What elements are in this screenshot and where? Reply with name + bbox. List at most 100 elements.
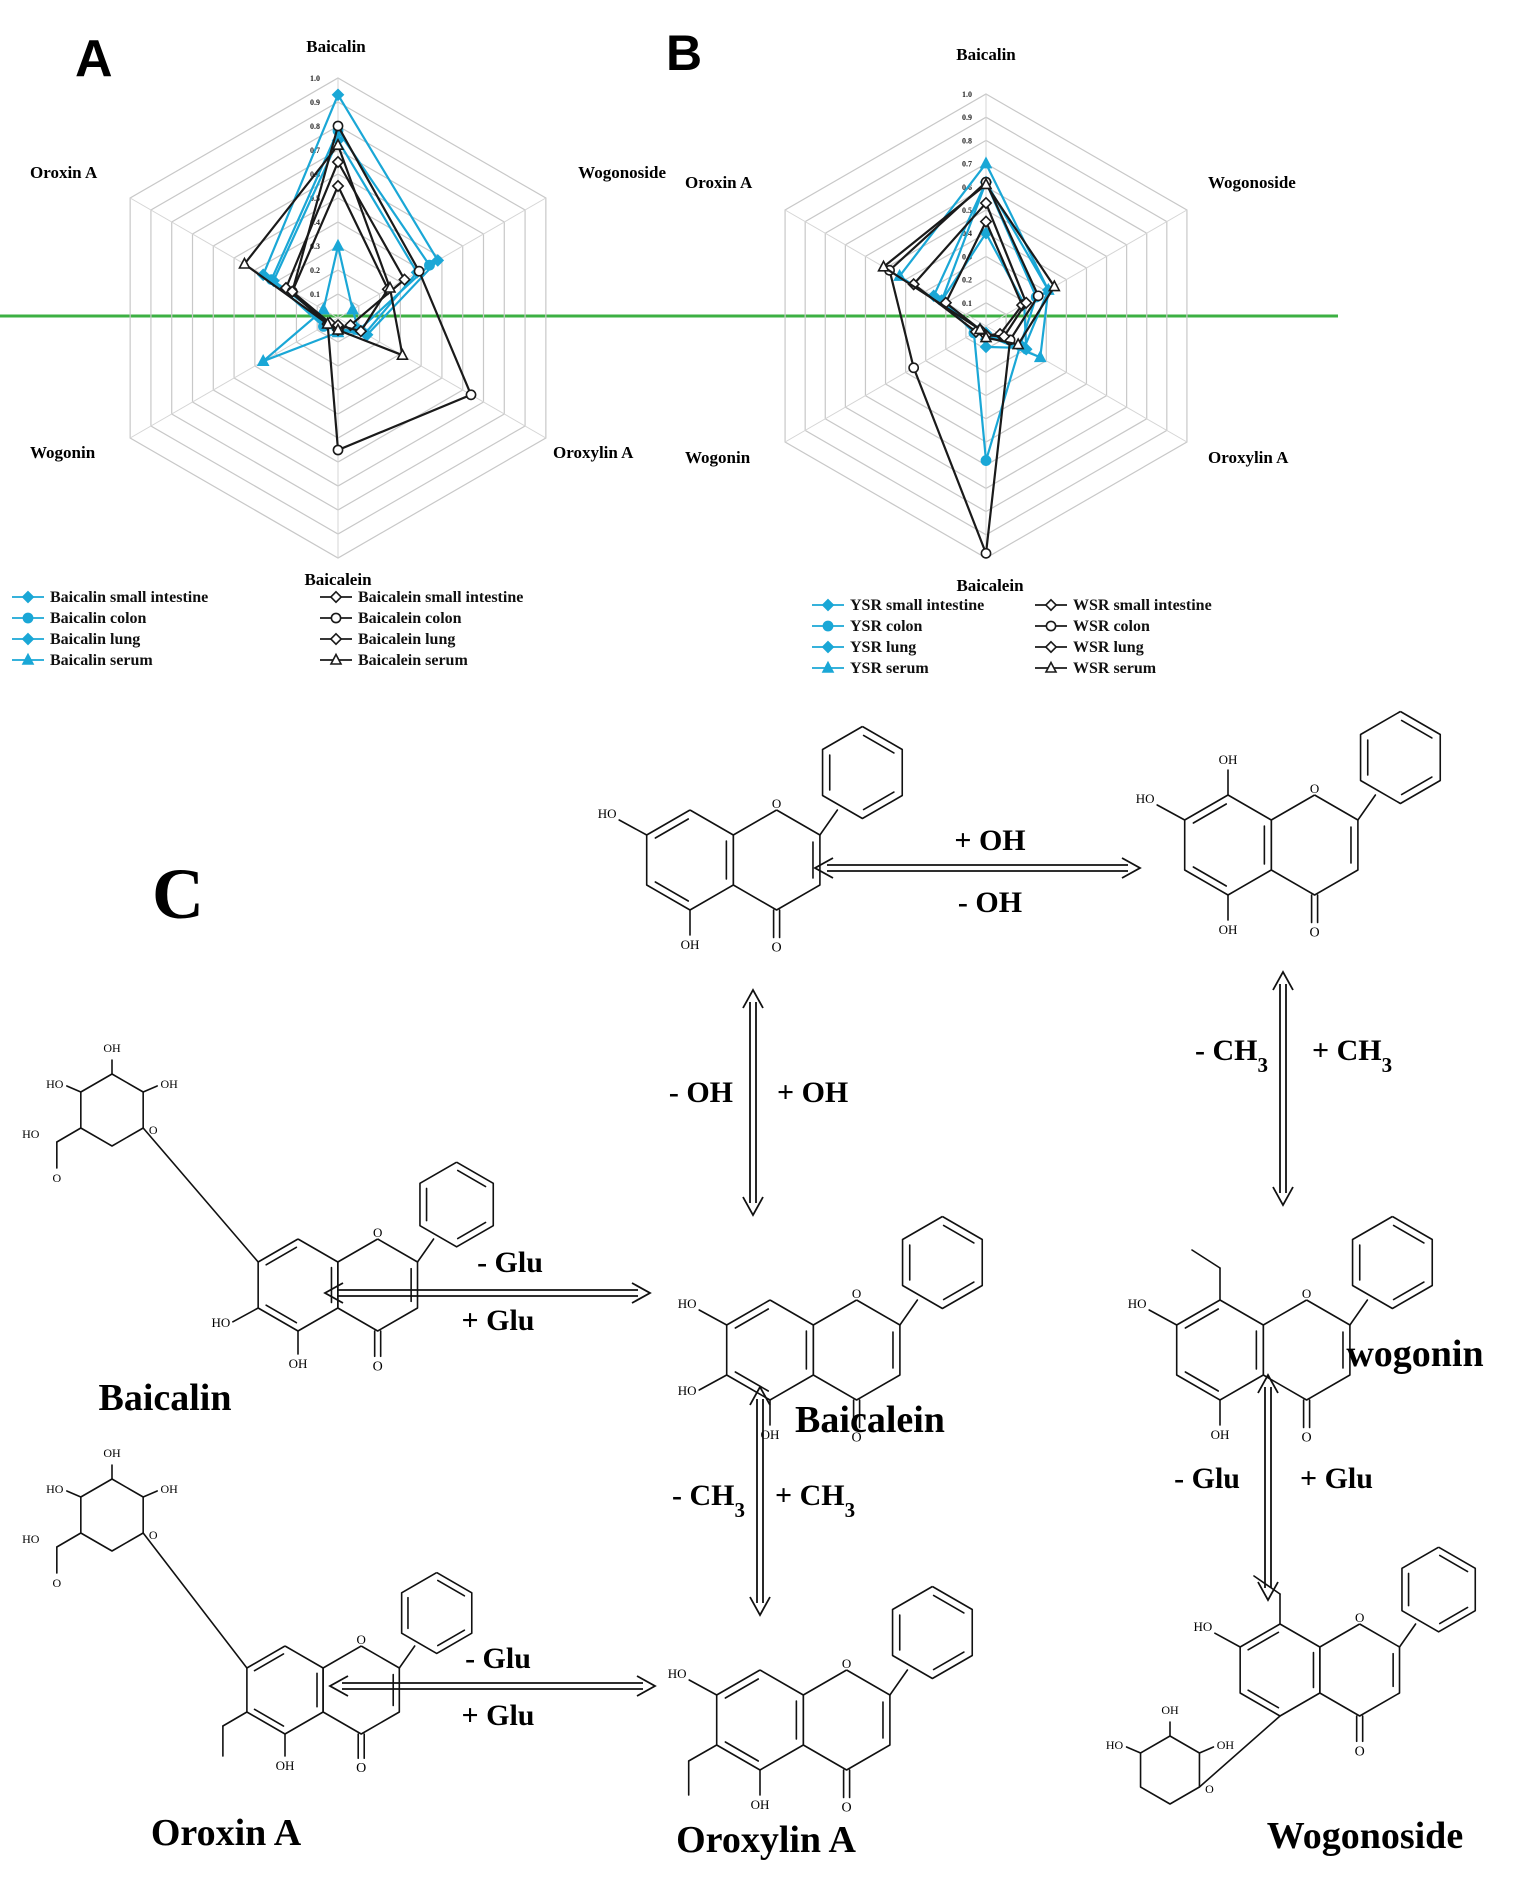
bond xyxy=(687,1744,718,1762)
axis-label-wogonoside: Wogonoside xyxy=(1208,173,1296,192)
arrow-right-v-head-down xyxy=(1272,1186,1294,1207)
bond xyxy=(142,1085,158,1093)
point-wsr-serum-baicalin xyxy=(979,177,993,190)
bond xyxy=(1125,1746,1142,1754)
legend-marker-wsr-colon xyxy=(1045,620,1057,632)
atom-label-o: O xyxy=(52,1171,61,1185)
axis-label-wogonin: Wogonin xyxy=(30,443,96,462)
ring-b xyxy=(891,1585,974,1680)
glycosidic-bond xyxy=(142,1532,248,1669)
sugar-ring xyxy=(1139,1735,1201,1805)
double-bond xyxy=(253,1653,285,1672)
point-baicalin-serum-baicalin xyxy=(331,238,345,251)
double-bond xyxy=(1247,1689,1280,1709)
bond xyxy=(1191,1249,1221,1269)
axis-label-wogonin: Wogonin xyxy=(685,448,751,467)
tick-label: 0.1 xyxy=(310,290,320,299)
arrow-top-head-right xyxy=(1121,857,1142,879)
arrow-bottom-head-right xyxy=(636,1675,657,1697)
atom-label-ho: HO xyxy=(22,1532,40,1546)
bond xyxy=(1156,804,1186,821)
atom-label-ho: HO xyxy=(598,806,617,821)
bond xyxy=(1198,1746,1215,1754)
bond xyxy=(618,819,648,836)
atom-label-o: O xyxy=(356,1761,366,1776)
point-baicalein-lung-baicalin xyxy=(331,179,345,193)
atom-label-oh: OH xyxy=(161,1482,179,1496)
atom-label-oh: OH xyxy=(1217,1738,1235,1752)
point-baicalin-small-intestine-oroxin-a xyxy=(256,268,270,282)
tick-label: 0.5 xyxy=(310,194,320,203)
double-bond xyxy=(654,881,690,902)
double-bond xyxy=(1247,1631,1280,1651)
atom-label-o: O xyxy=(772,941,782,956)
ring-b xyxy=(821,725,904,820)
atom-label-oh: OH xyxy=(1161,1703,1179,1717)
atom-label-oh: OH xyxy=(276,1758,295,1773)
tick-label: 0.2 xyxy=(962,276,972,285)
tick-label: 0.1 xyxy=(962,299,972,308)
point-baicalein-serum-wogonoside xyxy=(383,280,397,293)
legend-label-ysr-lung: YSR lung xyxy=(850,639,916,656)
atom-label-o: O xyxy=(1310,926,1320,941)
point-baicalin-colon-wogonoside xyxy=(424,259,435,271)
axis-label-oroxin-a: Oroxin A xyxy=(685,173,753,192)
double-bond xyxy=(1400,776,1433,796)
tick-label: 0.9 xyxy=(310,98,320,107)
grid-spoke xyxy=(129,197,339,319)
atom-label-ho: HO xyxy=(1106,1738,1124,1752)
grid-spoke xyxy=(337,317,547,439)
point-baicalein-serum-wogonin xyxy=(321,316,334,329)
point-ysr-small-intestine-baicalein xyxy=(979,340,993,354)
bond xyxy=(889,1669,909,1696)
atom-label-ho: HO xyxy=(22,1127,40,1141)
point-baicalein-serum-oroxylin-a xyxy=(396,347,409,361)
legend-label-baicalin-lung: Baicalin lung xyxy=(50,631,140,648)
point-wsr-serum-wogonoside xyxy=(1047,279,1061,292)
reaction-label-glu: - Glu xyxy=(477,1246,543,1279)
bond xyxy=(56,1127,82,1143)
arrow-top-head-left xyxy=(813,857,834,879)
atom-label-o: O xyxy=(149,1528,158,1542)
bond xyxy=(1253,1575,1281,1595)
point-baicalein-serum-oroxin-a xyxy=(238,256,251,269)
point-wsr-serum-baicalein xyxy=(979,330,993,343)
bond xyxy=(232,1307,259,1323)
compound-name-wogonoside: Wogonoside xyxy=(1267,1815,1463,1857)
legend-label-baicalein-serum: Baicalein serum xyxy=(358,652,468,669)
reaction-label-ch3: + CH3 xyxy=(775,1479,855,1522)
ring-b xyxy=(419,1161,495,1248)
ring-b xyxy=(1351,1215,1434,1310)
ring-b xyxy=(1401,1546,1477,1633)
ring-c xyxy=(1319,1623,1401,1717)
double-bond xyxy=(1438,1606,1469,1625)
panel-label-c: C xyxy=(152,854,204,934)
legend-marker-baicalin-small-intestine xyxy=(21,590,35,604)
reaction-label-ch3: + CH3 xyxy=(1312,1034,1392,1077)
atom-label-o: O xyxy=(1302,1286,1311,1301)
bond xyxy=(416,1238,435,1263)
axis-label-oroxin-a: Oroxin A xyxy=(30,163,98,182)
bond xyxy=(698,1374,728,1391)
ring-a xyxy=(645,809,735,911)
atom-label-ho: HO xyxy=(1193,1619,1212,1634)
point-baicalin-serum-wogonoside xyxy=(346,302,359,315)
legend-label-baicalin-colon: Baicalin colon xyxy=(50,610,147,627)
double-bond xyxy=(436,1579,466,1597)
compound-name-baicalin: Baicalin xyxy=(98,1377,231,1419)
double-bond xyxy=(265,1304,298,1324)
atom-label-o: O xyxy=(1355,1744,1365,1759)
double-bond xyxy=(942,1281,975,1301)
tick-label: 0.8 xyxy=(962,136,972,145)
ring-a xyxy=(246,1645,324,1735)
point-wsr-serum-oroxylin-a xyxy=(1011,337,1025,350)
legend-marker-wsr-serum xyxy=(1044,660,1058,673)
arrow-center-v-head-down xyxy=(749,1596,771,1617)
double-bond xyxy=(932,1594,965,1614)
point-ysr-colon-baicalein xyxy=(980,455,992,466)
arrow-left-v-head-down xyxy=(742,1196,764,1217)
atom-label-o: O xyxy=(52,1576,61,1590)
radar-chart-a: 0.10.20.30.40.50.60.70.80.91.0BaicalinWo… xyxy=(30,37,666,589)
axis-label-baicalein: Baicalein xyxy=(956,576,1024,595)
ring-c xyxy=(802,1669,891,1771)
